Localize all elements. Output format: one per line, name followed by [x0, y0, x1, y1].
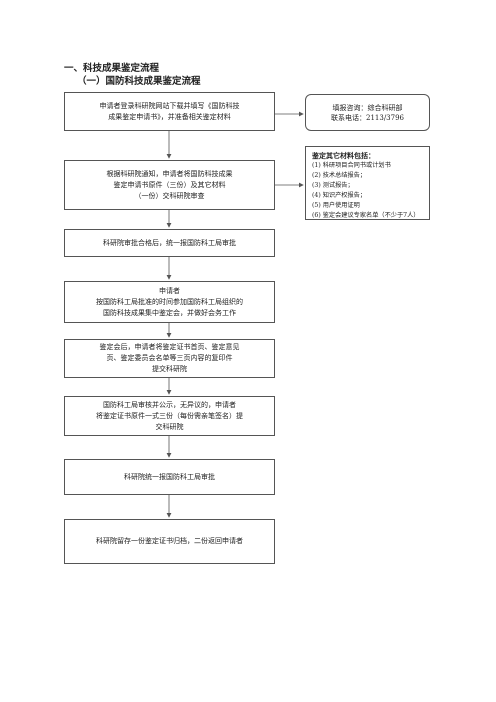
materials-box: 鉴定其它材料包括： (1) 科研项目合同书或计划书 (2) 技术总结报告； (3…: [305, 146, 430, 220]
step-text: 科研院审批合格后，统一报国防科工局审批: [103, 238, 236, 247]
step-text: 交科研院: [155, 422, 184, 431]
step-text: 成果鉴定申请书》，并准备相关鉴定材料: [108, 112, 231, 121]
flow-step-6: 国防科工局审核并公示，无异议的，申请者 将鉴定证书原件一式三份（每份需亲笔签名）…: [64, 396, 275, 436]
flow-step-4: 申请者 按国防科工局批准的时间参加国防科工局组织的 国防科技成果集中鉴定会，并做…: [64, 281, 275, 323]
step-text: 页、鉴定委员会名单等三页内容的复印件: [106, 354, 233, 362]
materials-item: (6) 鉴定会建议专家名单（不少于7人）: [312, 212, 420, 219]
step-text: 国防科工局审核并公示，无异议的，申请者: [103, 400, 236, 409]
consult-info-box: 填报咨询：综合科研部 联系电话：2113/3796: [305, 94, 430, 131]
step-text: 科研院统一报国防科工局审批: [124, 472, 215, 481]
flow-step-2: 根据科研院通知，申请者将国防科技成果 鉴定申请书原件（三份）及其它材料 （一份）…: [64, 160, 275, 210]
step-text: （一份）交科研院审查: [134, 191, 205, 200]
step-text: 国防科技成果集中鉴定会，并做好会务工作: [103, 308, 236, 317]
materials-item: (2) 技术总结报告；: [312, 172, 367, 179]
step-text: 申请者: [159, 286, 180, 295]
step-text: 将鉴定证书原件一式三份（每份需亲笔签名）提: [96, 411, 243, 420]
step-text: 鉴定会后，申请者将鉴定证书首页、鉴定意见: [99, 343, 240, 351]
flow-step-7: 科研院统一报国防科工局审批: [64, 459, 275, 495]
flow-step-8: 科研院留存一份鉴定证书归档，二份返回申请者: [64, 519, 275, 564]
materials-item: (5) 用户使用证明: [312, 202, 360, 209]
consult-phone: 联系电话：2113/3796: [331, 113, 404, 122]
materials-item: (3) 测试报告；: [312, 182, 354, 189]
flow-step-1: 申请者登录科研院网站下载并填写《国防科技 成果鉴定申请书》，并准备相关鉴定材料: [64, 92, 275, 131]
step-text: 根据科研院通知，申请者将国防科技成果: [106, 169, 233, 178]
consult-text: 填报咨询：综合科研部: [332, 103, 403, 112]
materials-item: (4) 知识产权报告；: [312, 192, 367, 199]
step-text: 提交科研院: [152, 365, 187, 373]
step-text: 鉴定申请书原件（三份）及其它材料: [113, 180, 226, 189]
step-text: 科研院留存一份鉴定证书归档，二份返回申请者: [96, 537, 243, 545]
materials-title: 鉴定其它材料包括：: [312, 151, 375, 160]
flow-step-3: 科研院审批合格后，统一报国防科工局审批: [64, 229, 275, 257]
step-text: 申请者登录科研院网站下载并填写《国防科技: [99, 101, 240, 110]
flow-step-5: 鉴定会后，申请者将鉴定证书首页、鉴定意见 页、鉴定委员会名单等三页内容的复印件 …: [64, 339, 275, 378]
materials-item: (1) 科研项目合同书或计划书: [312, 162, 391, 169]
section-heading: 一、科技成果鉴定流程: [64, 63, 160, 74]
step-text: 按国防科工局批准的时间参加国防科工局组织的: [96, 297, 243, 306]
subsection-heading: （一）国防科技成果鉴定流程: [77, 76, 201, 87]
